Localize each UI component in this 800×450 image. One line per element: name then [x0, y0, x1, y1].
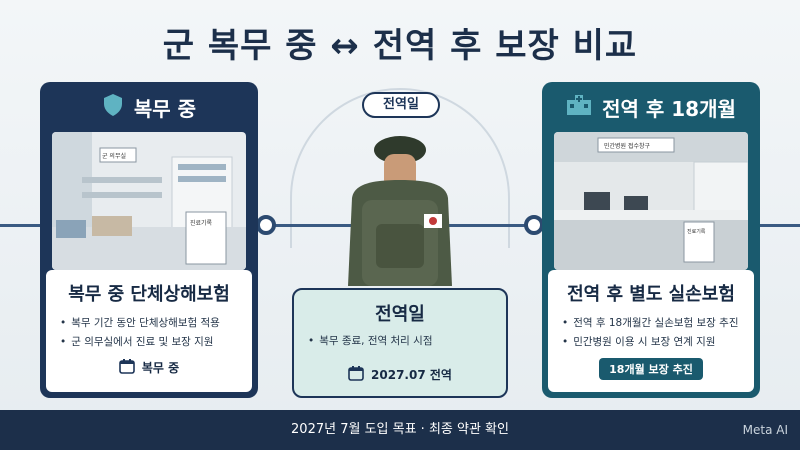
timeline-node-right — [524, 215, 544, 235]
calendar-icon — [119, 358, 135, 377]
period-pill-row: 18개월 보장 추진 — [556, 358, 746, 380]
coverage-card: 복무 중 단체상해보험 복무 기간 동안 단체상해보험 적용 군 의무실에서 진… — [46, 270, 252, 392]
shield-icon — [102, 93, 124, 122]
photo-sign: 군 의무실 — [102, 153, 126, 160]
timeline-node-left — [256, 215, 276, 235]
medical-room-photo: 군 의무실 진료기록 — [52, 132, 246, 270]
panel-header: 전역 후 18개월 — [542, 82, 760, 132]
photo-board: 진료기록 — [190, 220, 213, 227]
bullet-item: 복무 기간 동안 단체상해보험 적용 — [60, 314, 244, 333]
hospital-desk-photo: 민간병원 접수창구 진료기록 — [554, 132, 748, 270]
photo-board: 진료기록 — [687, 229, 706, 235]
period-tag-label: 복무 중 — [141, 361, 180, 375]
bullet-list: 전역 후 18개월간 실손보험 보장 추진 민간병원 이용 시 보장 연계 지원 — [556, 314, 746, 352]
bullet-list: 복무 기간 동안 단체상해보험 적용 군 의무실에서 진료 및 보장 지원 — [54, 314, 244, 352]
bullet-item: 민간병원 이용 시 보장 연계 지원 — [562, 333, 746, 352]
card-title: 전역 후 별도 실손보험 — [567, 284, 735, 305]
coverage-card: 전역 후 별도 실손보험 전역 후 18개월간 실손보험 보장 추진 민간병원 … — [548, 270, 754, 392]
card-title: 복무 중 단체상해보험 — [68, 284, 230, 305]
discharge-date-badge: 전역일 — [362, 92, 440, 118]
panel-during-service: 복무 중 군 의무실 진료기록 복무 중 단체상해보험 — [40, 82, 258, 398]
panel-header-label: 복무 중 — [133, 96, 197, 121]
watermark: Meta AI — [742, 423, 788, 437]
calendar-icon — [348, 365, 364, 384]
bullet-item: 복무 종료, 전역 처리 시점 — [308, 332, 498, 351]
panel-after-discharge: 전역 후 18개월 민간병원 접수창구 진료기록 전역 후 별도 실손보험 전역… — [542, 82, 760, 398]
discharge-date-label: 2027.07 전역 — [371, 368, 452, 382]
coverage-period-pill: 18개월 보장 추진 — [599, 358, 703, 380]
bullet-list: 복무 종료, 전역 처리 시점 — [302, 332, 498, 351]
panel-header-label: 전역 후 18개월 — [602, 96, 736, 121]
bullet-item: 전역 후 18개월간 실손보험 보장 추진 — [562, 314, 746, 333]
soldier-illustration — [322, 128, 478, 286]
discharge-card: 전역일 복무 종료, 전역 처리 시점 2027.07 전역 — [292, 288, 508, 398]
card-title: 전역일 — [375, 304, 425, 325]
period-tag: 복무 중 — [54, 358, 244, 377]
footer-note: 2027년 7월 도입 목표 · 최종 약관 확인 — [0, 410, 800, 450]
panel-header: 복무 중 — [40, 82, 258, 132]
photo-sign: 민간병원 접수창구 — [604, 143, 651, 150]
hospital-icon — [566, 94, 592, 121]
bullet-item: 군 의무실에서 진료 및 보장 지원 — [60, 333, 244, 352]
discharge-date-tag: 2027.07 전역 — [302, 365, 498, 384]
page-title: 군 복무 중 ↔ 전역 후 보장 비교 — [162, 26, 638, 66]
